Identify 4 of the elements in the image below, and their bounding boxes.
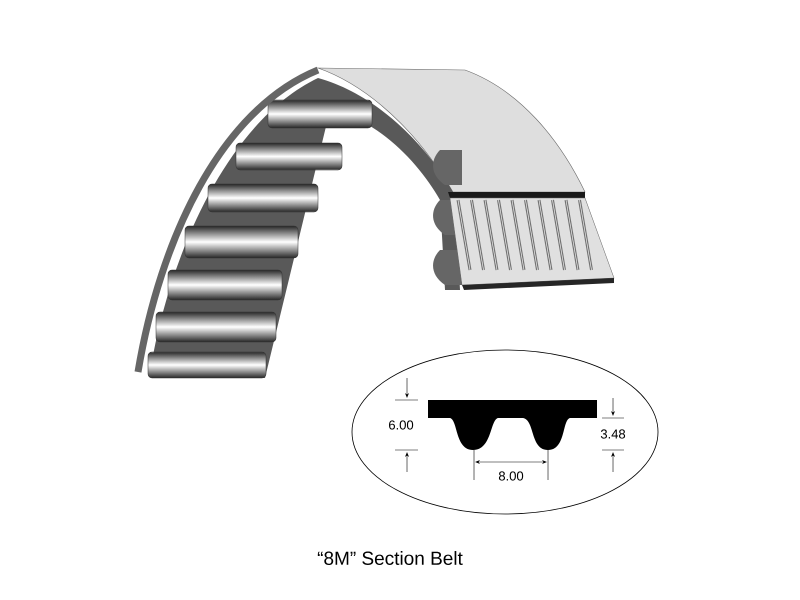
dimension-label: 8.00 — [498, 471, 524, 481]
dimension-label: 3.48 — [600, 429, 626, 439]
dimension-label: 6.00 — [389, 420, 414, 430]
caption: “8M” Section Belt — [318, 551, 463, 565]
